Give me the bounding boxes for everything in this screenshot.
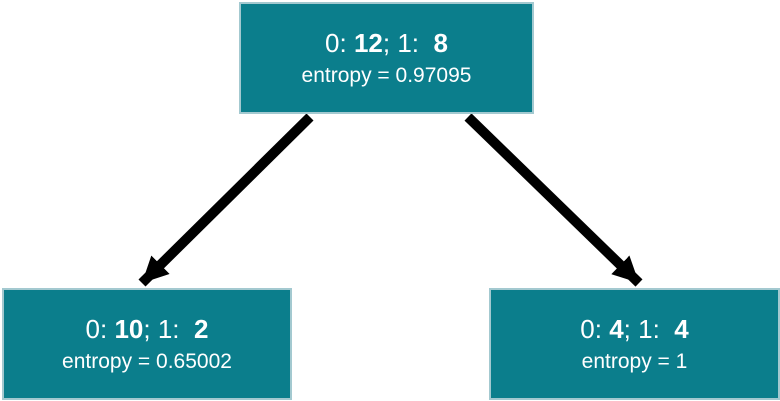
edge-root-to-right-child (464, 113, 643, 287)
edge-root-to-left-child (138, 113, 314, 287)
count-class1: 8 (426, 27, 448, 58)
count-class0: 10 (114, 313, 144, 344)
counts-label-class0: 0: (325, 27, 354, 58)
node-entropy: entropy = 1 (581, 350, 688, 374)
counts-label-class1: ; 1: (382, 27, 427, 58)
count-class1: 2 (186, 313, 209, 344)
tree-node-left-child: 0: 10; 1: 2 entropy = 0.65002 (2, 288, 292, 400)
node-entropy: entropy = 0.65002 (62, 350, 232, 374)
node-class-counts: 0: 12; 1: 8 (325, 27, 448, 58)
node-class-counts: 0: 4; 1: 4 (580, 313, 689, 344)
tree-node-root: 0: 12; 1: 8 entropy = 0.97095 (239, 2, 534, 114)
node-class-counts: 0: 10; 1: 2 (85, 313, 209, 344)
counts-label-class1: ; 1: (143, 313, 187, 344)
count-class0: 4 (609, 313, 624, 344)
count-class0: 12 (353, 27, 383, 58)
node-entropy: entropy = 0.97095 (301, 64, 472, 88)
count-class1: 4 (667, 313, 689, 344)
counts-label-class0: 0: (580, 313, 610, 344)
tree-node-right-child: 0: 4; 1: 4 entropy = 1 (489, 288, 780, 400)
counts-label-class1: ; 1: (623, 313, 668, 344)
counts-label-class0: 0: (85, 313, 115, 344)
